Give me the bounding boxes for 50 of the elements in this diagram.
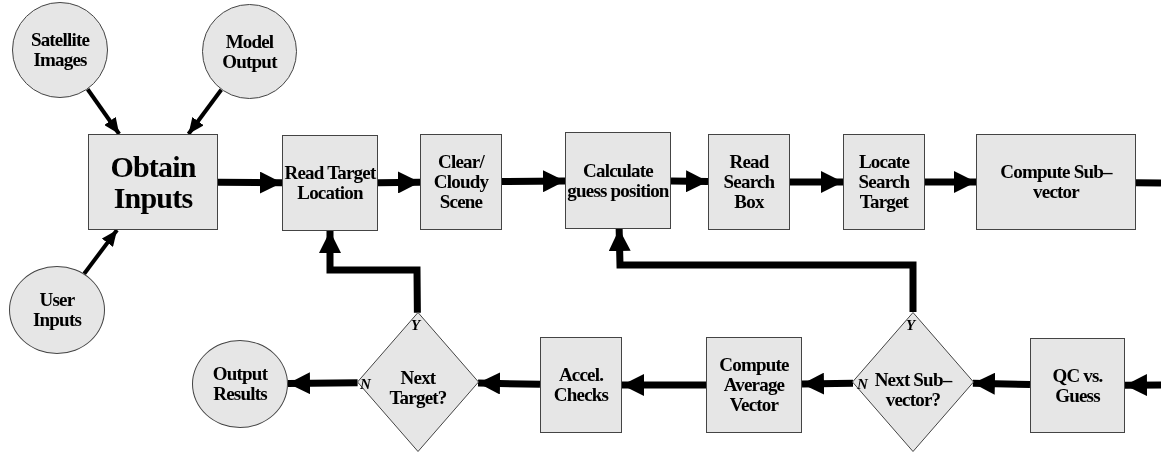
arrow [1124,374,1161,397]
arrow [501,170,566,193]
arrow [972,372,1031,395]
arrow [218,171,283,194]
decision-diamond [357,312,479,452]
process-box [976,134,1136,230]
node-label: Locate Search Target [857,152,911,212]
connector-line [1135,179,1161,187]
node-label: Next Sub– vector? [873,370,953,410]
process-box [843,134,925,230]
arrow [377,171,421,194]
node-label: Satellite Images [29,30,91,70]
process-box [708,134,790,230]
arrow [622,374,706,396]
node-label: Calculate guess position [566,160,670,201]
node-label: User Inputs [32,290,83,330]
arrow [186,88,223,136]
node-label: Read Target Location [283,163,377,203]
arrow [670,170,709,193]
arrow [319,231,421,313]
arrow [287,372,358,395]
edge-label: N [857,377,868,392]
process-box [540,337,622,433]
process-box [282,135,378,231]
process-box [420,134,502,230]
process-box [88,134,218,230]
arrow [925,171,976,193]
node-label: Compute Sub–vector [999,162,1114,202]
node-label: Accel. Checks [552,365,610,405]
arrow [478,372,541,395]
arrow [790,171,843,193]
arrow [82,228,119,275]
arrow [608,228,917,312]
node-label: Model Output [221,31,279,72]
node-label: Next Target? [388,368,448,408]
process-box [1030,338,1125,433]
decision-diamond [852,312,974,452]
arrow [86,88,121,136]
node-label: Read Search Box [722,152,776,212]
process-box [565,132,671,229]
edge-label: Y [906,318,916,333]
edge-label: Y [411,318,421,333]
node-label: Obtain Inputs [109,150,197,214]
process-box [706,337,802,433]
node-label: Compute Average Vector [718,355,790,415]
node-label: Clear/ Cloudy Scene [432,152,490,212]
node-label: QC vs. Guess [1051,365,1104,406]
edge-label: N [360,377,371,392]
node-label: Output Results [211,364,269,404]
arrow [801,372,854,395]
